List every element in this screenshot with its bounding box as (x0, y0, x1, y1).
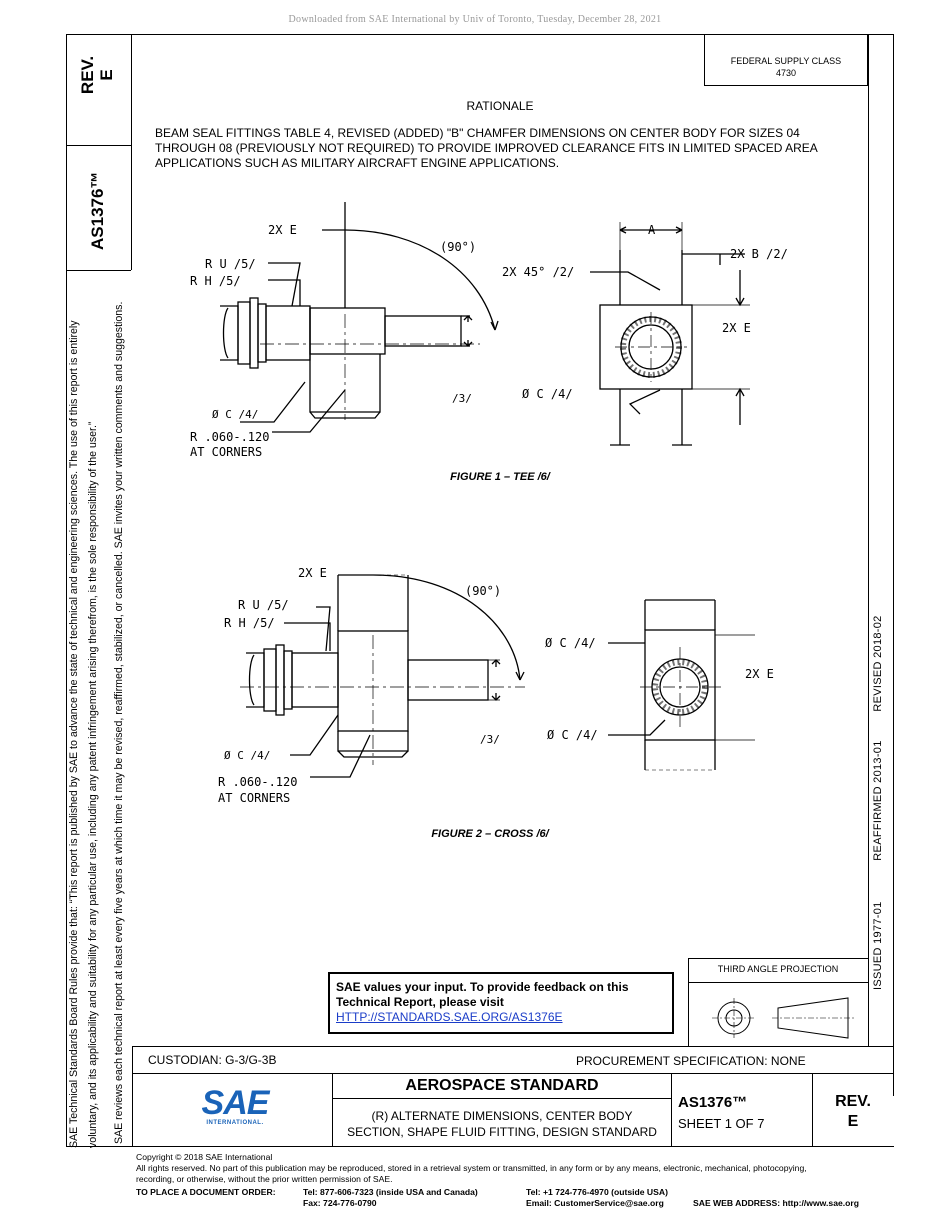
side-doc-number: AS1376™ (88, 171, 107, 250)
sae-logo: SAE INTERNATIONAL. (198, 1086, 272, 1126)
side-rev-label: REV. (78, 55, 97, 95)
fig1-label-dia-c-side: Ø C /4/ (522, 387, 573, 401)
rationale-text: BEAM SEAL FITTINGS TABLE 4, REVISED (ADD… (155, 126, 818, 170)
fig1-label-dia-c: Ø C /4/ (212, 408, 258, 421)
sae-logo-sub: INTERNATIONAL. (206, 1120, 264, 1126)
download-note: Downloaded from SAE International by Uni… (288, 14, 662, 25)
right-dates: ISSUED 1977-01 REAFFIRMED 2013-01 REVISE… (872, 615, 884, 990)
fig1-label-a: A (648, 223, 656, 237)
fig2-label-2xe: 2X E (298, 566, 327, 580)
footer-rights2: recording, or otherwise, without the pri… (136, 1174, 393, 1184)
fig2-label-dia-c: Ø C /4/ (224, 749, 270, 762)
issued-date: ISSUED 1977-01 (872, 901, 884, 990)
fig1-label-corners: AT CORNERS (190, 445, 262, 459)
procurement-spec: PROCUREMENT SPECIFICATION: NONE (576, 1054, 806, 1068)
sae-logo-text: SAE (201, 1084, 270, 1122)
figure2-drawing: 2X E (90°) R U /5/ R H /5/ /3/ Ø C /4/ R… (218, 566, 774, 805)
frame-left (66, 34, 67, 1096)
fig2-label-dia-c-top: Ø C /4/ (545, 636, 596, 650)
third-angle-projection-symbol (712, 997, 854, 1039)
side-rev-divider (66, 145, 131, 146)
footer: Copyright © 2018 SAE International All r… (136, 1152, 896, 1185)
fig2-label-angle: (90°) (465, 584, 501, 598)
frame-right (893, 34, 894, 1096)
reaffirmed-date: REAFFIRMED 2013-01 (872, 740, 884, 861)
tb-rev-value: E (847, 1113, 859, 1130)
feedback-line2: Technical Report, please visit (336, 995, 504, 1009)
tb-doc-number: AS1376™ (678, 1094, 748, 1111)
footer-tel-usa: Tel: 877-606-7323 (inside USA and Canada… (303, 1187, 478, 1197)
third-angle-projection-label: THIRD ANGLE PROJECTION (717, 964, 839, 974)
frame-inner-right (868, 34, 869, 1046)
feedback-box: SAE values your input. To provide feedba… (328, 972, 674, 1034)
rationale-title: RATIONALE (466, 99, 534, 113)
tb-sheet: SHEET 1 OF 7 (678, 1116, 765, 1131)
tb-row2 (132, 1073, 894, 1074)
fig1-label-2x45: 2X 45° /2/ (502, 265, 574, 279)
figure1-drawing: 2X E (90°) R U /5/ R H /5/ /3/ Ø C /4/ R… (190, 202, 788, 459)
custodian: CUSTODIAN: G-3/G-3B (148, 1053, 277, 1067)
fig2-label-corners: AT CORNERS (218, 791, 290, 805)
tb-rev-divider (812, 1073, 813, 1146)
footer-order-label: TO PLACE A DOCUMENT ORDER: (136, 1187, 276, 1197)
fig1-label-ru: R U /5/ (205, 257, 256, 271)
fsc-line1: FEDERAL SUPPLY CLASS (730, 56, 842, 66)
fig1-label-angle: (90°) (440, 240, 476, 254)
tb-title-divider (332, 1098, 672, 1099)
frame-side-divider (131, 34, 132, 270)
figure1-caption: FIGURE 1 – TEE /6/ (450, 471, 550, 483)
footer-rights1: All rights reserved. No part of this pub… (136, 1163, 807, 1173)
fig2-label-2xe-side: 2X E (745, 667, 774, 681)
tb-top (132, 1046, 894, 1047)
footer-email: Email: CustomerService@sae.org (526, 1198, 664, 1208)
footer-web: SAE WEB ADDRESS: http://www.sae.org (693, 1198, 859, 1208)
tb-bottom (66, 1146, 894, 1147)
side-rev: REV. E (78, 30, 116, 120)
fig2-label-ru: R U /5/ (238, 598, 289, 612)
side-note-1: SAE Technical Standards Board Rules prov… (68, 320, 80, 1148)
fig1-label-2xb: 2X B /2/ (730, 247, 788, 261)
fig1-label-note3: /3/ (452, 392, 472, 405)
frame-top (66, 34, 894, 35)
tb-left (132, 1046, 133, 1146)
fig1-label-2xe: 2X E (268, 223, 297, 237)
fig1-label-2xe-side: 2X E (722, 321, 751, 335)
tap-mid (688, 982, 868, 983)
description-line1: (R) ALTERNATE DIMENSIONS, CENTER BODY (371, 1109, 633, 1123)
description: (R) ALTERNATE DIMENSIONS, CENTER BODY SE… (332, 1108, 672, 1140)
side-note-3: SAE reviews each technical report at lea… (113, 301, 125, 1144)
tb-docno-divider (671, 1073, 672, 1146)
side-rev-value: E (97, 69, 116, 81)
fig2-label-note3: /3/ (480, 733, 500, 746)
fig2-label-radius: R .060-.120 (218, 775, 297, 789)
fig2-label-rh: R H /5/ (224, 616, 275, 630)
tap-top (688, 958, 868, 959)
fig1-label-rh: R H /5/ (190, 274, 241, 288)
tb-rev: REV. E (812, 1092, 894, 1132)
figure2-caption: FIGURE 2 – CROSS /6/ (431, 828, 549, 840)
footer-copyright: Copyright © 2018 SAE International (136, 1152, 273, 1162)
revised-date: REVISED 2018-02 (872, 615, 884, 712)
feedback-link[interactable]: HTTP://STANDARDS.SAE.ORG/AS1376E (336, 1010, 563, 1024)
side-note-2: voluntary, and its applicability and sui… (87, 421, 99, 1148)
footer-tel-outside: Tel: +1 724-776-4970 (outside USA) (526, 1187, 668, 1197)
tb-rev-label: REV. (835, 1093, 871, 1110)
description-line2: SECTION, SHAPE FLUID FITTING, DESIGN STA… (347, 1125, 657, 1139)
standard-type: AEROSPACE STANDARD (405, 1077, 599, 1094)
fig1-label-radius: R .060-.120 (190, 430, 269, 444)
feedback-line1: SAE values your input. To provide feedba… (336, 980, 629, 994)
fsc-line2: 4730 (775, 68, 797, 78)
side-docno-divider (66, 270, 131, 271)
tap-left (688, 958, 689, 1046)
tb-frame-bottom-left (66, 1096, 67, 1146)
fig2-label-dia-c-bottom: Ø C /4/ (547, 728, 598, 742)
tb-logo-divider (332, 1073, 333, 1146)
footer-fax: Fax: 724-776-0790 (303, 1198, 377, 1208)
federal-supply-class-box: FEDERAL SUPPLY CLASS 4730 (704, 34, 868, 86)
